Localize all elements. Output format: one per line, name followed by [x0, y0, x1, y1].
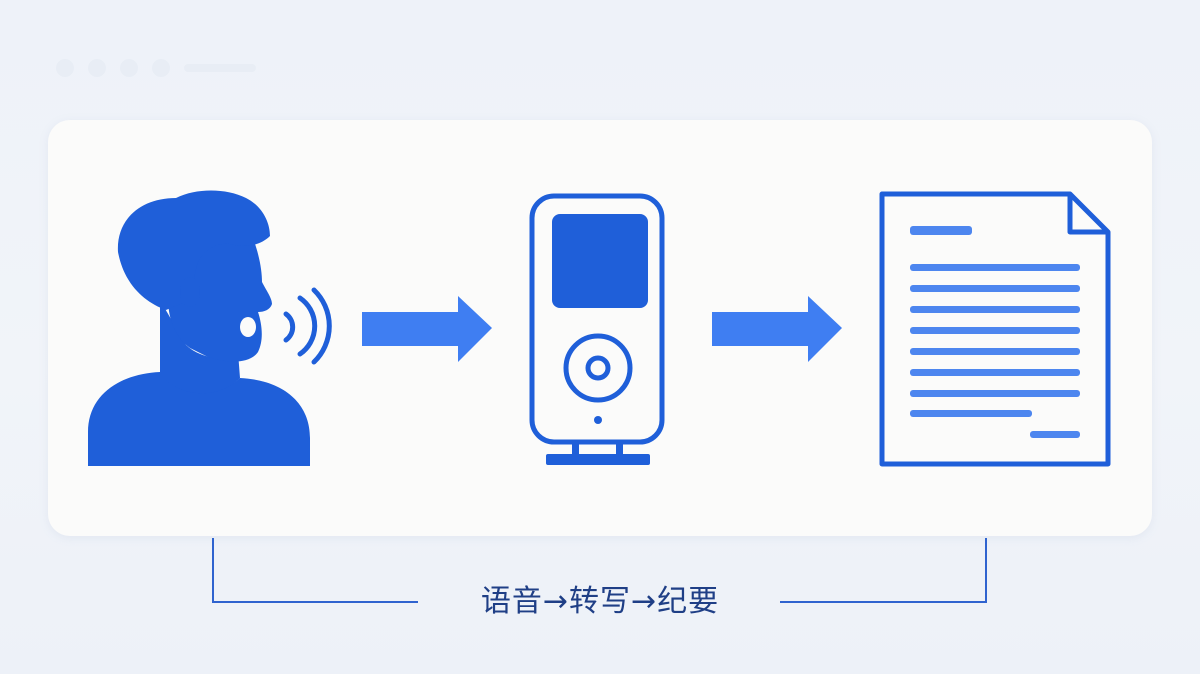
- window-dot: [88, 59, 106, 77]
- process-caption: 语音→转写→纪要: [480, 584, 720, 619]
- document-text-lines: [910, 226, 1080, 438]
- person-speaking-icon: [88, 190, 310, 466]
- window-dot: [56, 59, 74, 77]
- right-arrow-icon: [712, 296, 842, 362]
- window-dot: [120, 59, 138, 77]
- window-dot: [152, 59, 170, 77]
- voice-recorder-icon: [529, 193, 665, 465]
- mouth-shape: [240, 317, 256, 337]
- right-arrow-icon: [362, 296, 492, 362]
- recorder-dial: [563, 333, 633, 403]
- window-title-bar: [184, 64, 256, 72]
- recorder-screen: [552, 214, 648, 308]
- sound-waves-icon: [283, 287, 332, 365]
- recorder-base: [546, 454, 650, 465]
- process-bracket: [212, 538, 987, 603]
- recorder-indicator-light: [594, 416, 602, 424]
- document-icon: [879, 191, 1111, 467]
- window-controls: [56, 59, 256, 77]
